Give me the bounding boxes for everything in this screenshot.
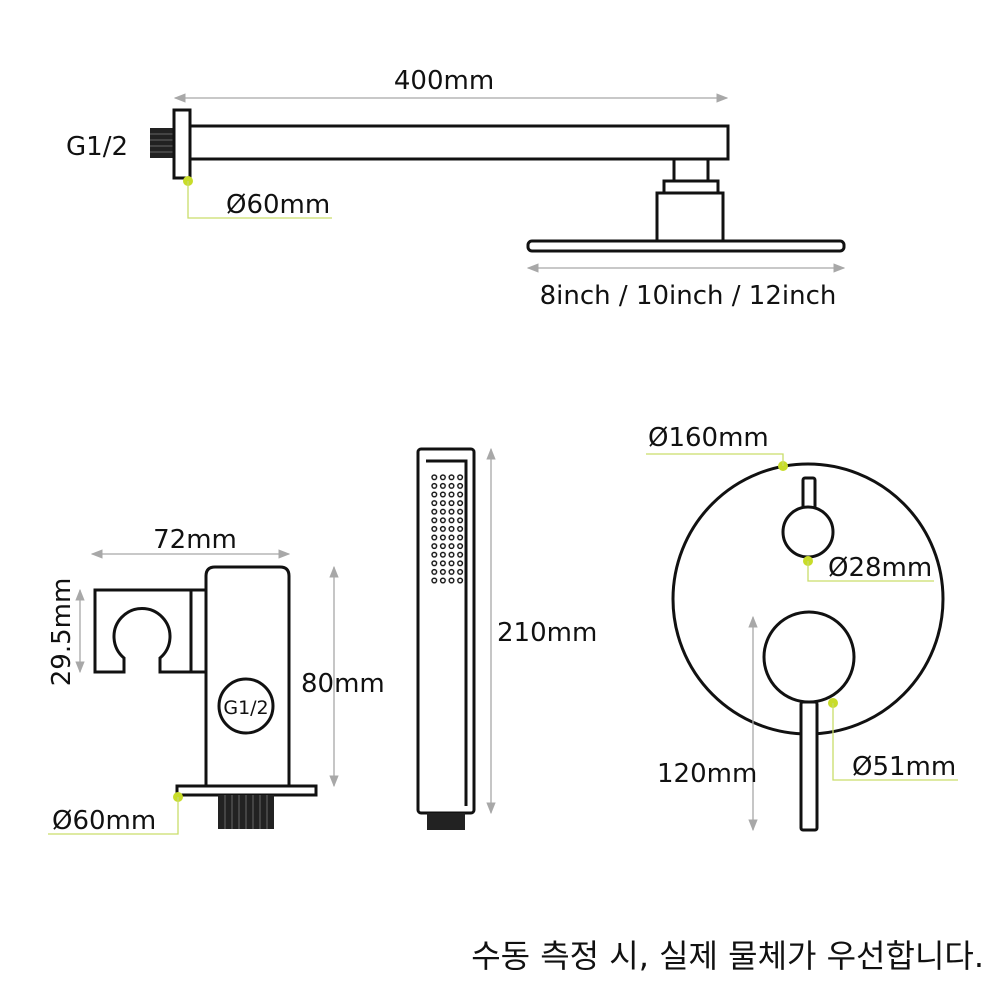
bracket-flange xyxy=(175,784,318,797)
hand-shower-connector xyxy=(427,813,465,830)
plate-diameter-label: Ø160mm xyxy=(648,423,769,453)
bracket-thread-circle xyxy=(217,677,275,735)
bracket-body xyxy=(204,565,291,786)
main-handle-lever xyxy=(799,700,819,832)
bracket-hook-neck xyxy=(189,588,208,674)
top-diverter-knob xyxy=(781,505,835,559)
main-knob-diameter-label: Ø51mm xyxy=(852,752,956,782)
bracket-thread-ridges xyxy=(224,795,268,829)
bracket-height-label: 80mm xyxy=(301,669,385,699)
head-connector-nut xyxy=(662,179,720,195)
shower-arm-bar xyxy=(188,124,730,161)
hand-shower-nozzle-grid xyxy=(431,473,465,585)
top-knob-diameter-label: Ø28mm xyxy=(828,553,932,583)
arm-thread-label: G1/2 xyxy=(66,132,128,162)
arm-flange-leader xyxy=(187,181,332,219)
arm-thread xyxy=(150,128,174,158)
main-handle-knob xyxy=(762,610,856,704)
bracket-flange-leader xyxy=(48,797,179,835)
shower-arm-group: 400mm G1/2 Ø60mm 8inch / 10inch / 12inch xyxy=(66,66,846,311)
arm-thread-ridges xyxy=(150,133,174,153)
head-connector-neck xyxy=(672,157,710,183)
bracket-flange-label: Ø60mm xyxy=(52,806,156,836)
hand-shower-group: 210mm xyxy=(416,447,597,830)
mixer-valve-group: Ø160mm Ø28mm Ø51mm 120mm xyxy=(646,423,958,832)
main-knob-leader xyxy=(832,703,958,781)
hand-shower-face-outline xyxy=(426,459,468,806)
lever-length-label: 120mm xyxy=(657,759,757,789)
hook-height-label: 29.5mm xyxy=(47,578,77,687)
plate-leader xyxy=(646,453,784,466)
head-connector-body xyxy=(655,191,725,243)
arm-flange-label: Ø60mm xyxy=(226,190,330,220)
bracket-width-label: 72mm xyxy=(153,525,237,555)
arm-wall-flange xyxy=(172,108,192,180)
hand-shower-length-label: 210mm xyxy=(497,618,597,648)
bracket-thread-label: G1/2 xyxy=(223,697,268,719)
head-width-label: 8inch / 10inch / 12inch xyxy=(540,281,837,311)
arm-length-label: 400mm xyxy=(394,66,494,96)
wall-bracket-group: 72mm 29.5mm G1/2 80mm Ø60mm xyxy=(47,525,385,836)
measurement-notice: 수동 측정 시, 실제 물체가 우선합니다. xyxy=(471,937,984,975)
top-knob-leader xyxy=(807,561,934,582)
shower-head-plate xyxy=(526,239,846,253)
bracket-hook-cradle xyxy=(93,588,193,674)
